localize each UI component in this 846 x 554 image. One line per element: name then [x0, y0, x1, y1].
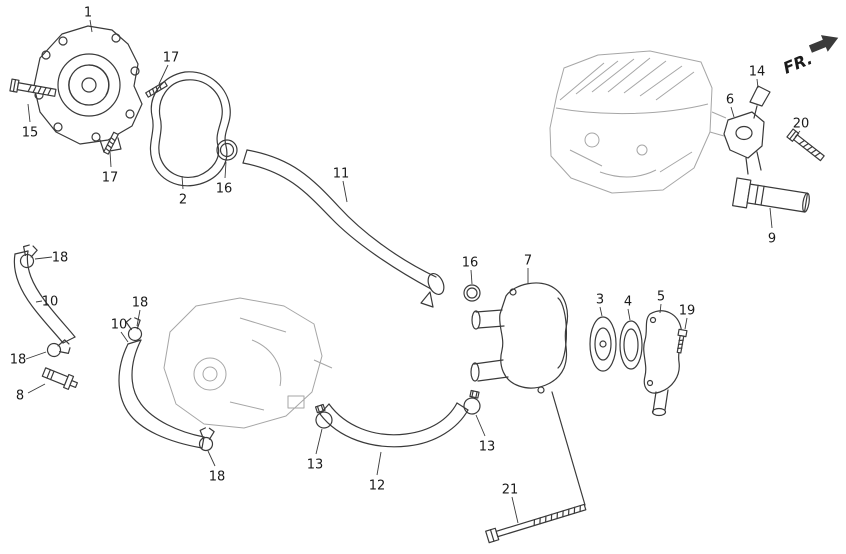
callout-leader-1 — [89, 19, 93, 33]
callout-leader-14 — [756, 78, 759, 89]
callout-leader-2 — [181, 175, 184, 190]
o-ring-16-upper-drawing — [216, 139, 238, 161]
stud-17-lower-drawing — [103, 131, 119, 155]
callout-leader-16 — [224, 161, 227, 179]
hose-clamp-13-drawing — [461, 389, 484, 417]
callout-18-label: 18 — [209, 470, 226, 485]
callout-leader-17 — [109, 151, 112, 168]
callout-layer: 1 17 15 17 2 16 11 14 6 20 9 18 10 18 10 18 8 16 7 3 4 5 19 13 1… — [10, 6, 810, 524]
callout-6-label: 6 — [726, 93, 734, 108]
water-pump-drawing — [33, 25, 143, 153]
engine-block-left-drawing — [163, 297, 333, 429]
callout-21-label: 21 — [502, 483, 519, 498]
callout-15-label: 15 — [22, 126, 39, 141]
callout-13-label: 13 — [479, 440, 496, 455]
callout-5-label: 5 — [657, 290, 665, 305]
callout-leader-13 — [475, 414, 486, 437]
callout-leader-6 — [730, 106, 735, 118]
callout-leader-12 — [376, 451, 382, 476]
water-pipe-11-drawing — [242, 149, 445, 308]
cover-5-drawing — [643, 310, 683, 417]
o-ring-16-lower-drawing — [463, 284, 481, 302]
callout-8-label: 8 — [16, 389, 24, 404]
bolt-21-alignment-line — [551, 391, 586, 506]
callout-leader-11 — [342, 180, 348, 203]
callout-16-label: 16 — [462, 256, 479, 271]
callout-leader-18 — [136, 309, 141, 327]
bolt-21-drawing — [485, 503, 587, 544]
callout-20-label: 20 — [793, 117, 810, 132]
callout-leader-18 — [25, 351, 47, 360]
hose-joint-9-drawing — [732, 177, 810, 213]
callout-leader-9 — [769, 207, 773, 229]
callout-18-label: 18 — [132, 296, 149, 311]
bolt-19-drawing — [676, 328, 688, 354]
callout-10-label: 10 — [42, 295, 59, 310]
callout-leader-8 — [27, 383, 46, 394]
bolt-20-drawing — [786, 128, 825, 162]
hose-12-drawing — [319, 402, 469, 448]
callout-7-label: 7 — [524, 254, 532, 269]
callout-13-label: 13 — [307, 458, 324, 473]
callout-leader-3 — [599, 306, 603, 317]
callout-16-label: 16 — [216, 182, 233, 197]
callout-19-label: 19 — [679, 304, 696, 319]
callout-18-label: 18 — [10, 353, 27, 368]
hose-clamp-18-drawing — [197, 426, 215, 452]
callout-10-label: 10 — [111, 318, 128, 333]
callout-4-label: 4 — [624, 295, 632, 310]
bolt-15-drawing — [9, 78, 57, 97]
thermostat-3-drawing — [589, 316, 617, 372]
callout-leader-20 — [794, 130, 801, 138]
callout-leader-18 — [34, 256, 53, 260]
hose-10-lower-drawing — [118, 339, 205, 449]
callout-9-label: 9 — [768, 232, 776, 247]
engine-block-right-drawing — [549, 50, 727, 194]
callout-1-label: 1 — [84, 6, 92, 21]
gasket-2-drawing — [149, 71, 231, 187]
callout-leader-10 — [120, 331, 129, 343]
callout-leader-16 — [470, 269, 473, 285]
callout-leader-13 — [315, 428, 323, 455]
fr-arrow-icon — [808, 35, 839, 53]
callout-leader-17 — [158, 64, 169, 85]
callout-leader-21 — [511, 496, 519, 524]
gasket-4-drawing — [619, 320, 643, 370]
callout-18-label: 18 — [52, 251, 69, 266]
hose-10-upper-drawing — [13, 250, 76, 344]
callout-11-label: 11 — [333, 167, 350, 182]
callout-2-label: 2 — [179, 193, 187, 208]
joint-8-drawing — [41, 367, 78, 390]
fitting-6-drawing — [723, 111, 765, 175]
hose-clamp-18-drawing — [125, 316, 144, 343]
stud-17-upper-drawing — [145, 80, 168, 98]
callout-leader-4 — [627, 308, 631, 321]
callout-14-label: 14 — [749, 65, 766, 80]
callout-leader-18 — [207, 450, 216, 467]
callout-leader-19 — [684, 317, 688, 330]
callout-12-label: 12 — [369, 479, 386, 494]
fr-label: FR. — [780, 49, 815, 78]
thermostat-housing-7-drawing — [470, 282, 569, 394]
bracket-14-drawing — [749, 85, 771, 119]
hose-clamp-18-drawing — [45, 338, 72, 360]
callout-3-label: 3 — [596, 293, 604, 308]
fr-direction-indicator: FR. — [780, 35, 839, 78]
callout-leader-5 — [659, 303, 662, 314]
callout-leader-10 — [35, 300, 43, 303]
callout-17-label: 17 — [102, 171, 119, 186]
callout-leader-15 — [27, 103, 31, 123]
callout-17-label: 17 — [163, 51, 180, 66]
